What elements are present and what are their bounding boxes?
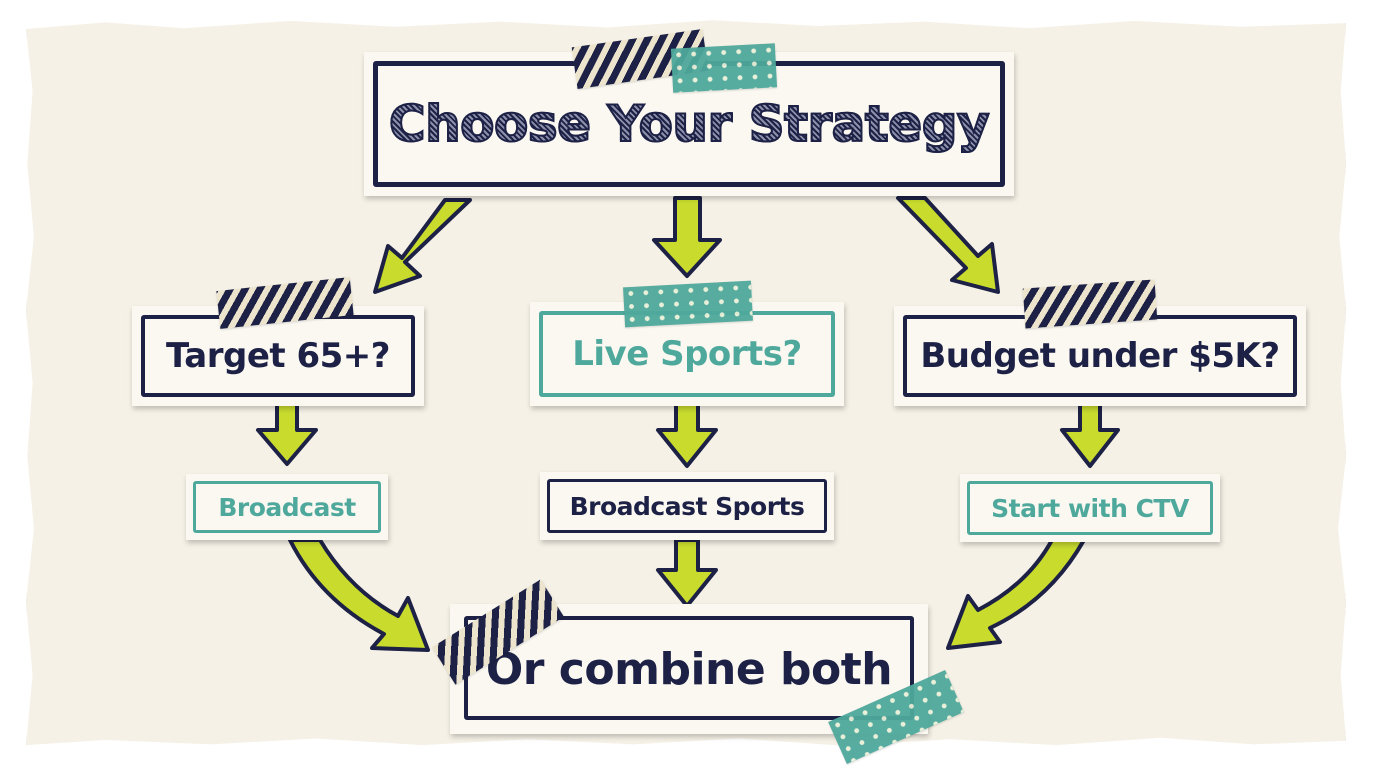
arrow-title-to-target [373,198,472,294]
answer-card-broadcast: Broadcast [186,474,388,540]
arrow-title-to-live-sports [652,196,722,278]
question-label: Live Sports? [572,334,802,374]
arrow-ctv-to-combine [946,538,1086,650]
question-label: Budget under $5K? [920,336,1280,376]
card-frame [967,481,1213,535]
answer-label: Broadcast Sports [569,491,805,521]
question-label: Target 65+? [165,336,391,376]
card-frame [193,481,381,533]
card-frame [547,479,827,533]
arrow-budget-to-ctv [1060,402,1120,468]
arrow-live-sports-to-broadcast-sports [656,402,718,468]
arrow-target-to-broadcast [256,402,318,466]
page-title: Choose Your Strategy [388,94,991,154]
arrow-title-to-budget [896,196,1000,294]
polka-dot-washi-tape [670,43,778,93]
answer-card-broadcast-sports: Broadcast Sports [540,472,834,540]
answer-card-start-with-ctv: Start with CTV [960,474,1220,542]
arrow-broadcast-sports-to-combine [656,538,718,608]
answer-label: Start with CTV [991,493,1189,523]
conclusion-label: Or combine both [485,643,893,695]
answer-label: Broadcast [218,492,356,522]
polka-dot-washi-tape [623,280,753,328]
arrow-broadcast-to-combine [288,538,430,652]
